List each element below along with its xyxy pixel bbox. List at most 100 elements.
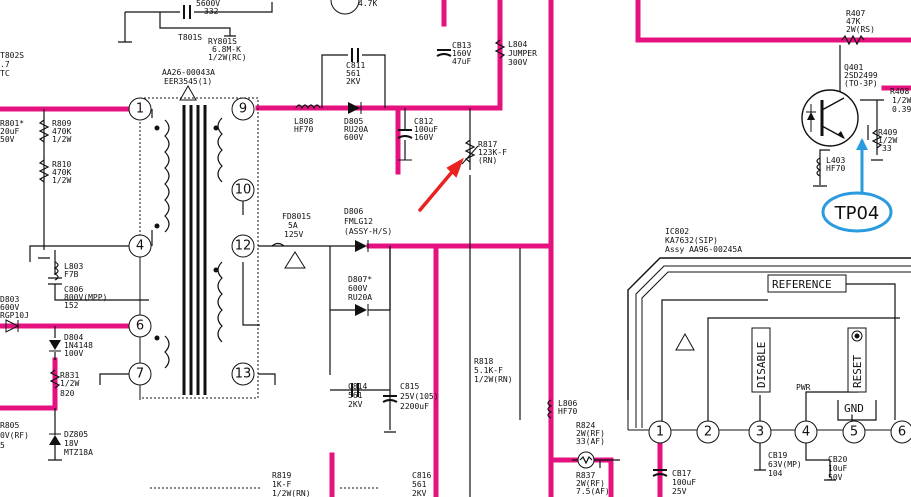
- dz805-ref: DZ805: [64, 430, 88, 439]
- c815-ref: C815: [400, 382, 419, 391]
- r824-val: 33(AF): [576, 437, 605, 446]
- r818-val: 5.1K-F: [474, 366, 503, 375]
- labels-left: T802S .7 TC R801* 20uF 50V R809 470K 1/2…: [0, 51, 107, 457]
- d807-ref: D807*: [348, 275, 372, 284]
- q401-case: (TO-3P): [844, 79, 878, 88]
- r801-val: 20uF: [0, 127, 19, 136]
- c816-ref: C816: [412, 471, 431, 480]
- cb17-cap: 100uF: [672, 478, 696, 487]
- r837-val: 7.5(AF): [576, 487, 610, 496]
- c811-volt: 2KV: [346, 77, 361, 86]
- ic-pin-2: 2: [704, 425, 712, 440]
- r409-ref: R409: [878, 128, 897, 137]
- c-top-code: 332: [204, 7, 219, 16]
- r408-val: 0.39: [892, 105, 911, 114]
- ic-pin-5: 5: [850, 425, 858, 440]
- r810-val: 470K: [52, 168, 71, 177]
- r817-val: 123K-F: [478, 148, 507, 157]
- q401-ref: Q401: [844, 63, 863, 72]
- l403-ref: L403: [826, 156, 845, 165]
- pwr-label: PWR: [796, 383, 811, 392]
- pin-9: 9: [239, 102, 247, 117]
- d806-ref: D806: [344, 207, 363, 216]
- l804-volt: 300V: [508, 58, 527, 67]
- c811-ref: C811: [346, 61, 365, 70]
- c806-ref: C806: [64, 285, 83, 294]
- c815-cap: 2200uF: [400, 402, 429, 411]
- labels-right: R407 47K 2W(RS) Q401 2SD2499 (TO-3P) R40…: [826, 9, 911, 173]
- ic-pin-3: 3: [756, 425, 764, 440]
- ic-pin-6: 6: [898, 425, 906, 440]
- c812-ref: C812: [414, 117, 433, 126]
- l806-val: HF70: [558, 407, 577, 416]
- r805-volt: 0V(RF): [0, 431, 29, 440]
- r810-ref: R810: [52, 160, 71, 169]
- r819-watt: 1/2W(RN): [272, 489, 311, 497]
- d803-ref: D803: [0, 295, 19, 304]
- r831-watt: 1/2W: [60, 379, 79, 388]
- gnd-label: GND: [844, 402, 864, 415]
- fd801-volt: 125V: [284, 230, 303, 239]
- pin-13: 13: [235, 367, 252, 382]
- labels-ic: IC802 KA7632(SIP) Assy AA96-00245A REFER…: [665, 227, 864, 415]
- pin-6: 6: [136, 319, 144, 334]
- pin-10: 10: [235, 183, 252, 198]
- cb13-ref: CB13: [452, 41, 471, 50]
- t801s-part: AA26-00043A: [162, 68, 215, 77]
- ry801-value: 6.8M-K: [212, 45, 241, 54]
- r409-val: 33: [882, 144, 892, 153]
- d804-volt: 100V: [64, 349, 83, 358]
- pin-12: 12: [235, 239, 252, 254]
- fd801-amp: 5A: [288, 221, 298, 230]
- r818-ref: R818: [474, 357, 493, 366]
- r809-ref: R809: [52, 119, 71, 128]
- dz805-volt: 18V: [64, 439, 79, 448]
- c814-ref: C814: [348, 382, 367, 391]
- ry801-ref: RY801S: [208, 37, 237, 46]
- red-arrow: [418, 157, 464, 212]
- labels-top: 5600V 332 4.7K T801S AA26-00043A EER3545…: [162, 0, 377, 86]
- l808-ref: L808: [294, 117, 313, 126]
- l803-val: F7B: [64, 270, 79, 279]
- l803-ref: L803: [64, 262, 83, 271]
- r407-ref: R407: [846, 9, 865, 18]
- pin-7: 7: [136, 367, 144, 382]
- t802-label: T802S: [0, 51, 24, 60]
- ic802-assy: Assy AA96-00245A: [665, 245, 742, 254]
- fd801-ref: FD801S: [282, 212, 311, 221]
- r409-watt: 1/2W: [878, 136, 897, 145]
- r817-type: (RN): [478, 156, 497, 165]
- d806-part: FMLG12: [344, 217, 373, 226]
- c812-val: 100uF: [414, 125, 438, 134]
- r831-val: 820: [60, 389, 75, 398]
- t801s-core: EER3545(1): [164, 77, 212, 86]
- l808-val: HF70: [294, 125, 313, 134]
- q401-part: 2SD2499: [844, 71, 878, 80]
- reference-block: REFERENCE: [772, 278, 832, 291]
- cb13-volt: 160V: [452, 49, 471, 58]
- cb19-volt: 63V(MP): [768, 460, 802, 469]
- r805-val: 5: [0, 441, 5, 450]
- reset-block: RESET: [851, 355, 864, 388]
- ry801-watt: 1/2W(RC): [208, 53, 247, 62]
- d805-part: RU20A: [344, 125, 368, 134]
- d804-part: 1N4148: [64, 341, 93, 350]
- c811-val: 561: [346, 69, 361, 78]
- d804-ref: D804: [64, 333, 83, 342]
- t802-b: TC: [0, 69, 10, 78]
- r837-ref: R837: [576, 471, 595, 480]
- tp04-label: TP04: [834, 203, 880, 224]
- l804-part: JUMPER: [508, 49, 537, 58]
- c815-volt: 25V(105): [400, 392, 439, 401]
- transformer-pins: 1 4 6 7 9 10 12 13: [128, 97, 255, 386]
- cb20-cap: 10uF: [828, 464, 847, 473]
- component-symbols: [5, 0, 883, 477]
- r810-watt: 1/2W: [52, 176, 71, 185]
- pin-1: 1: [136, 102, 144, 117]
- d805-volt: 600V: [344, 133, 363, 142]
- r818-watt: 1/2W(RN): [474, 375, 513, 384]
- pin-4: 4: [136, 239, 144, 254]
- ic-pin-1: 1: [656, 425, 664, 440]
